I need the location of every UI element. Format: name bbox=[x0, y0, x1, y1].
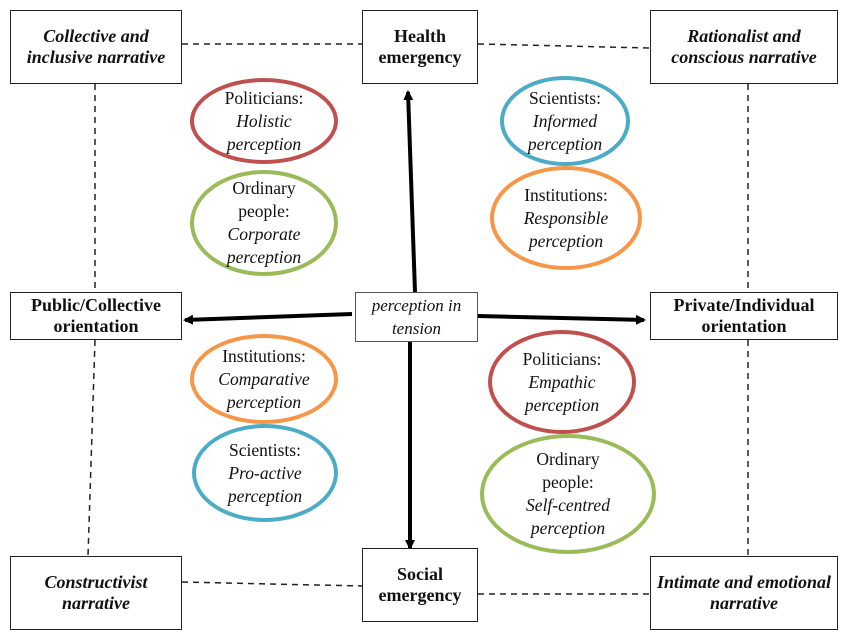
actor-label: Scientists: bbox=[529, 87, 601, 108]
box-label: Private/Individual orientation bbox=[673, 295, 815, 336]
actor-label: Ordinary people: bbox=[536, 449, 600, 492]
ellipse-politicians-empathic: Politicians: Empathic perception bbox=[488, 330, 636, 434]
box-label: Intimate and emotional narrative bbox=[656, 572, 832, 613]
ellipse-politicians-holistic: Politicians: Holistic perception bbox=[190, 78, 338, 164]
ellipse-scientists-informed: Scientists: Informed perception bbox=[500, 76, 630, 166]
dashed-bottom-left bbox=[181, 581, 363, 587]
box-public-collective-orientation: Public/Collective orientation bbox=[10, 292, 182, 340]
dashed-top-right bbox=[477, 43, 651, 49]
ellipse-ordinary-selfcentred: Ordinary people: Self-centred perception bbox=[480, 434, 656, 554]
perception-label: Comparative perception bbox=[218, 368, 310, 412]
perception-label: Pro-active perception bbox=[227, 462, 303, 506]
box-label: Rationalist and conscious narrative bbox=[671, 26, 817, 67]
box-label: Social emergency bbox=[378, 564, 462, 605]
actor-label: Scientists: bbox=[229, 439, 301, 460]
actor-label: Politicians: bbox=[224, 87, 304, 108]
actor-label: Ordinary people: bbox=[232, 178, 296, 221]
box-perception-in-tension: perception in tension bbox=[355, 292, 478, 342]
actor-label: Institutions: bbox=[222, 345, 306, 366]
perception-label: Informed perception bbox=[527, 110, 603, 154]
perception-label: Corporate perception bbox=[226, 224, 302, 267]
box-collective-inclusive-narrative: Collective and inclusive narrative bbox=[10, 10, 182, 84]
box-label: perception in tension bbox=[371, 296, 462, 338]
actor-label: Politicians: bbox=[522, 348, 602, 369]
box-rationalist-conscious-narrative: Rationalist and conscious narrative bbox=[650, 10, 838, 84]
box-health-emergency: Health emergency bbox=[362, 10, 478, 84]
arrow-up bbox=[403, 90, 417, 293]
box-label: Collective and inclusive narrative bbox=[26, 26, 166, 67]
perception-label: Responsible perception bbox=[523, 207, 609, 251]
box-social-emergency: Social emergency bbox=[362, 548, 478, 622]
arrow-left bbox=[183, 312, 353, 325]
actor-label: Institutions: bbox=[524, 184, 608, 205]
box-constructivist-narrative: Constructivist narrative bbox=[10, 556, 182, 630]
ellipse-institutions-responsible: Institutions: Responsible perception bbox=[490, 166, 642, 270]
ellipse-institutions-comparative: Institutions: Comparative perception bbox=[190, 334, 338, 424]
dashed-left-lower bbox=[87, 339, 96, 557]
box-intimate-emotional-narrative: Intimate and emotional narrative bbox=[650, 556, 838, 630]
box-label: Constructivist narrative bbox=[44, 572, 148, 613]
arrow-right bbox=[477, 314, 646, 325]
ellipse-ordinary-corporate: Ordinary people: Corporate perception bbox=[190, 170, 338, 276]
box-label: Health emergency bbox=[378, 26, 462, 67]
perception-label: Empathic perception bbox=[524, 371, 600, 415]
ellipse-scientists-proactive: Scientists: Pro-active perception bbox=[192, 424, 338, 522]
box-private-individual-orientation: Private/Individual orientation bbox=[650, 292, 838, 340]
perception-label: Holistic perception bbox=[226, 110, 302, 154]
perception-label: Self-centred perception bbox=[526, 495, 610, 538]
box-label: Public/Collective orientation bbox=[31, 295, 161, 336]
